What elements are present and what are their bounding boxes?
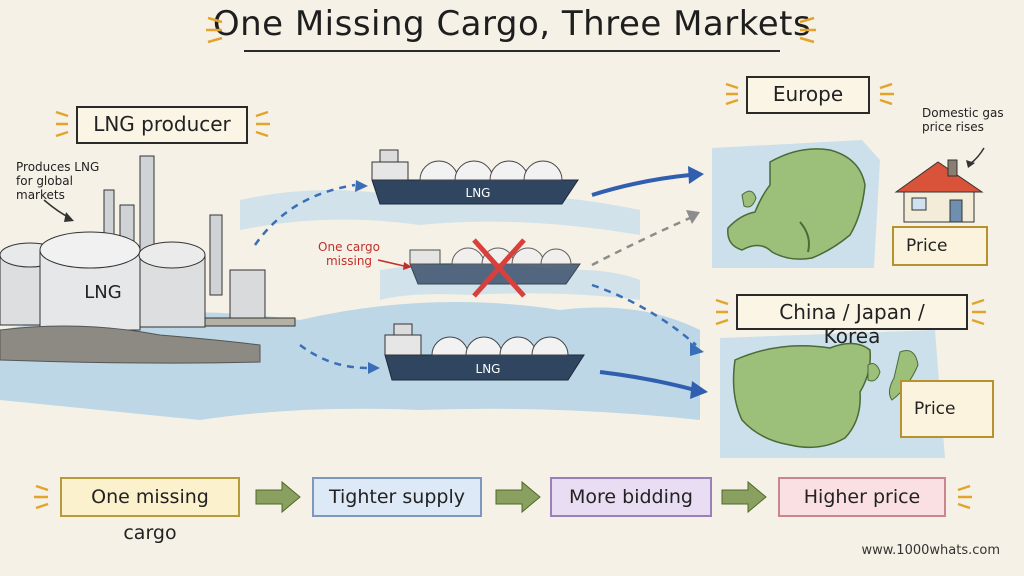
house-icon bbox=[894, 159, 984, 223]
flow-step-tighter-supply: Tighter supply bbox=[312, 477, 482, 517]
flow-step-higher-price: Higher price bbox=[778, 477, 946, 517]
tank-label: LNG bbox=[84, 282, 121, 303]
footer-url[interactable]: www.1000whats.com bbox=[861, 543, 1000, 558]
flow-step-missing-cargo: One missing cargo bbox=[60, 477, 240, 544]
ship-top bbox=[371, 149, 579, 205]
sea bbox=[0, 302, 700, 420]
arrow-bottom-to-asia bbox=[599, 370, 696, 392]
ship-bottom bbox=[384, 323, 585, 381]
europe-label: Europe bbox=[746, 76, 870, 114]
ship-top-label: LNG bbox=[466, 186, 491, 200]
producer-note: Produces LNG for global markets bbox=[16, 160, 100, 202]
lng-plant bbox=[0, 155, 296, 364]
producer-label: LNG producer bbox=[76, 106, 248, 144]
flow-step-more-bidding: More bidding bbox=[550, 477, 712, 517]
asia-label: China / Japan / Korea bbox=[736, 294, 968, 348]
route-to-top-ship bbox=[253, 183, 356, 246]
asia-price-box: Price bbox=[900, 380, 994, 438]
asia-price-label: Price bbox=[914, 399, 956, 419]
missing-cargo-note: One cargo missing bbox=[318, 240, 380, 268]
europe-note: Domestic gas price rises bbox=[922, 106, 1004, 134]
route-to-bottom-ship bbox=[299, 344, 369, 370]
arrow-top-to-europe bbox=[591, 173, 691, 197]
arrow-missing-to-europe bbox=[591, 216, 691, 267]
missing-cross-icon bbox=[472, 238, 526, 298]
europe-price-label: Price bbox=[906, 236, 948, 256]
flow-arrows bbox=[255, 480, 767, 514]
arrow-missing-to-asia bbox=[591, 283, 697, 346]
title-underline bbox=[244, 50, 780, 52]
page-title: One Missing Cargo, Three Markets bbox=[212, 4, 812, 44]
europe-price-box: Price bbox=[892, 226, 988, 266]
decor-ticks bbox=[34, 16, 986, 510]
asia-map bbox=[720, 330, 945, 458]
europe-map bbox=[712, 140, 880, 268]
ship-bottom-label: LNG bbox=[476, 362, 501, 376]
